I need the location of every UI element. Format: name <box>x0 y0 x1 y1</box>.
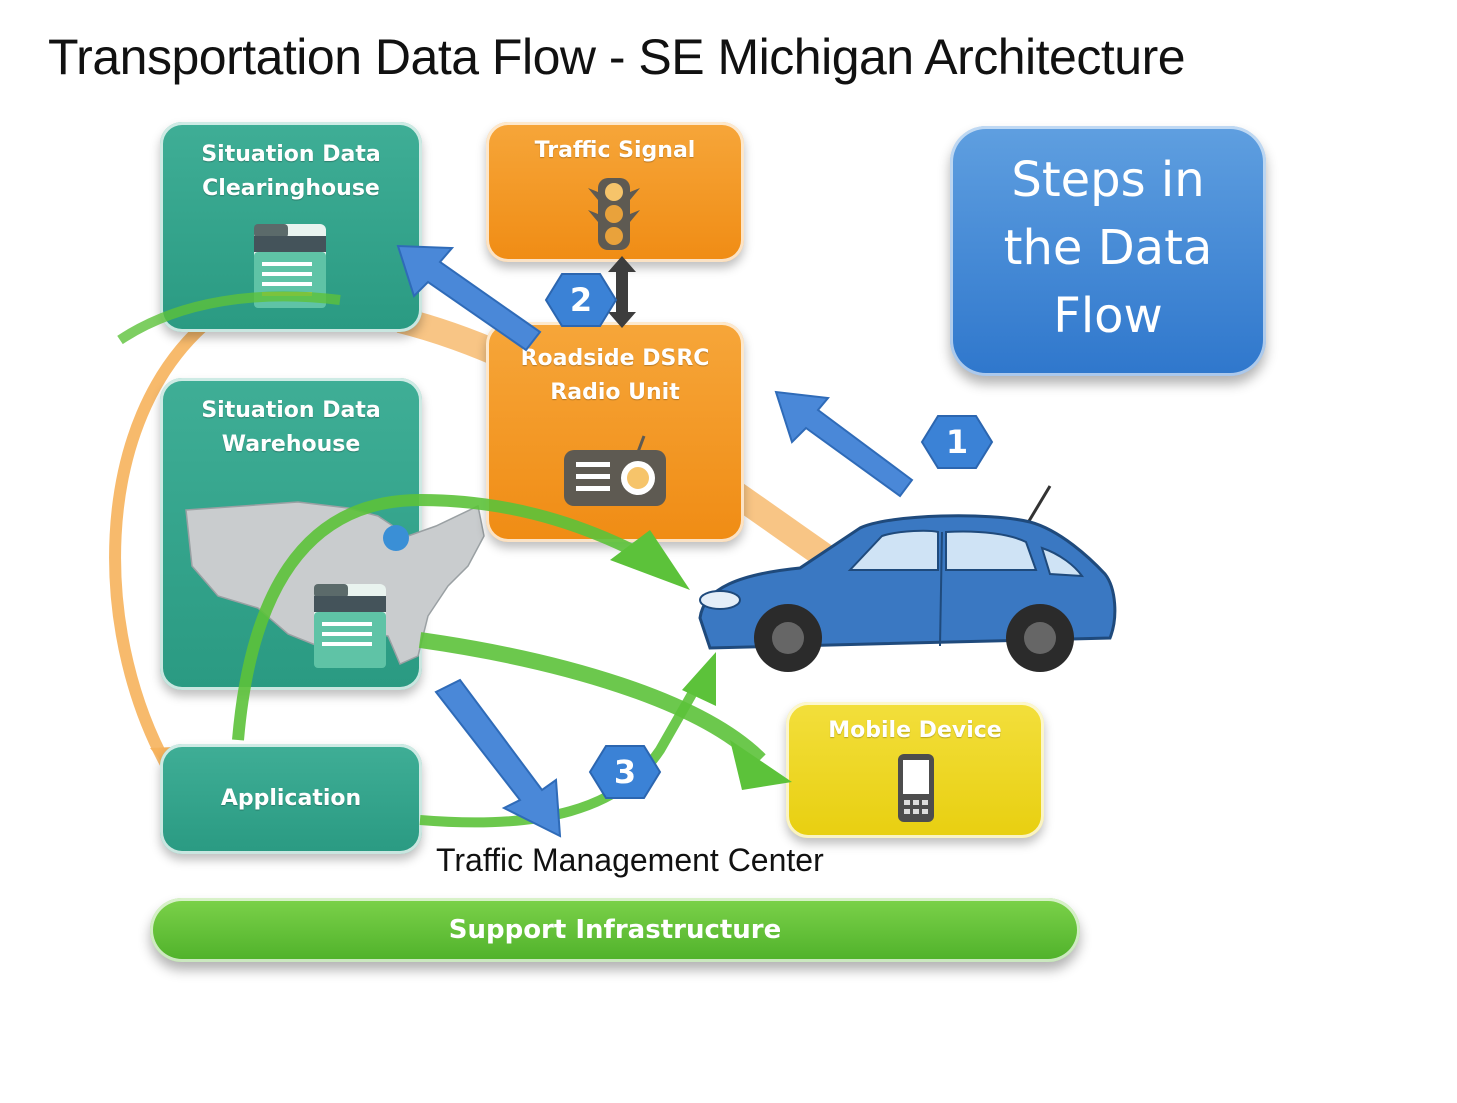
dsrc-label-line1: Roadside DSRC <box>520 346 710 371</box>
flow-arrowhead-car-lower <box>682 652 716 706</box>
warehouse-label-line1: Situation Data <box>201 398 381 423</box>
flow-arrow-clearinghouse-to-application <box>109 315 214 784</box>
application-box[interactable]: Application <box>160 744 422 854</box>
step-badge-3-label: 3 <box>613 753 637 791</box>
mobile-device-label: Mobile Device <box>828 718 1002 743</box>
traffic-signal-box[interactable]: Traffic Signal <box>486 122 744 262</box>
step-badge-3: 3 <box>588 744 662 800</box>
traffic-light-icon <box>588 178 640 250</box>
warehouse-label-line2: Warehouse <box>221 432 361 457</box>
step-arrow-1 <box>774 390 914 498</box>
traffic-signal-label: Traffic Signal <box>534 138 696 163</box>
flow-arrow-warehouse-to-mobile <box>418 632 766 766</box>
car-icon <box>698 485 1117 672</box>
dsrc-radio-box[interactable]: Roadside DSRC Radio Unit <box>486 322 744 542</box>
application-label: Application <box>220 786 362 811</box>
flow-arrowhead-car <box>610 530 690 590</box>
flow-arrow-clearinghouse-band <box>117 291 341 345</box>
flow-arrowhead-mobile <box>730 740 792 790</box>
clearinghouse-label-line1: Situation Data <box>201 142 381 167</box>
step-badge-2: 2 <box>544 272 618 328</box>
steps-line2: the Data <box>1003 220 1213 276</box>
step-arrow-3 <box>434 678 562 838</box>
dsrc-label-line2: Radio Unit <box>550 380 680 405</box>
radio-icon <box>564 435 666 506</box>
flow-arrow-warehouse-to-car <box>232 493 673 741</box>
steps-line3: Flow <box>1053 288 1163 344</box>
steps-line1: Steps in <box>1011 152 1205 208</box>
mobile-phone-icon <box>898 754 934 822</box>
step-badge-1: 1 <box>920 414 994 470</box>
page-title: Transportation Data Flow - SE Michigan A… <box>48 29 1186 85</box>
support-infrastructure-bar[interactable]: Support Infrastructure <box>150 898 1080 962</box>
warehouse-box[interactable]: Situation Data Warehouse <box>160 378 485 690</box>
mobile-device-box[interactable]: Mobile Device <box>786 702 1044 838</box>
step-arrow-2 <box>396 244 542 352</box>
clearinghouse-label-line2: Clearinghouse <box>202 176 380 201</box>
step-badge-2-label: 2 <box>569 281 593 319</box>
folder-icon <box>314 584 386 668</box>
step-badge-1-label: 1 <box>945 423 969 461</box>
steps-in-data-flow-box: Steps in the Data Flow <box>950 126 1266 376</box>
signal-dsrc-double-arrow <box>608 256 636 328</box>
traffic-management-center-label: Traffic Management Center <box>436 842 824 878</box>
